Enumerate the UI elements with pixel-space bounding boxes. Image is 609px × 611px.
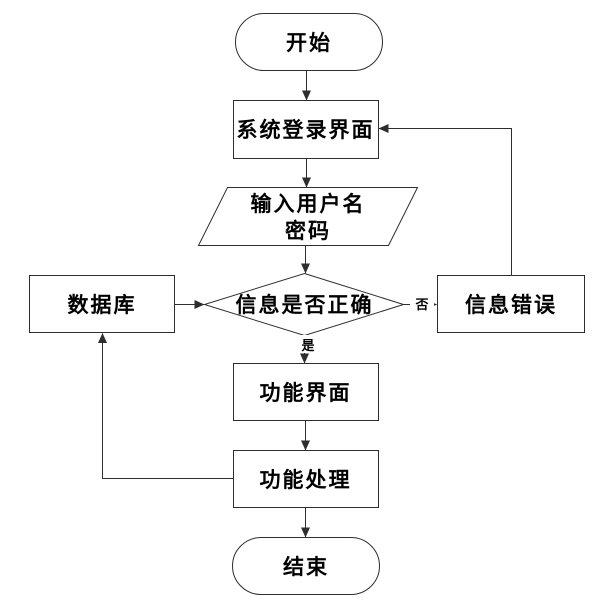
- database-node-label: 数据库: [67, 291, 137, 317]
- login-screen-shape: [233, 100, 379, 159]
- input-credentials-node-label: 输入用户名 密码: [198, 189, 418, 245]
- database-shape: [29, 275, 175, 333]
- start-terminator-shape: [235, 13, 383, 71]
- start-node-label: 开始: [286, 29, 332, 55]
- branch-label-no: 否: [410, 294, 434, 313]
- end-node-label: 结束: [283, 553, 329, 579]
- end-terminator-shape: [232, 537, 380, 595]
- function-screen-node-label: 功能界面: [259, 379, 352, 405]
- input-credentials-line2: 密码: [285, 218, 331, 243]
- function-screen-shape: [233, 363, 379, 421]
- info-error-node-label: 信息错误: [465, 291, 557, 317]
- check-info-node-label: 信息是否正确: [235, 292, 374, 317]
- arrow-error-to-login: [378, 124, 512, 276]
- login-screen-node-label: 系统登录界面: [236, 117, 375, 142]
- arrow-processing-to-database: [98, 333, 234, 479]
- input-credentials-line1: 输入用户名: [250, 191, 366, 216]
- input-parallelogram-shape: [197, 187, 419, 246]
- info-error-shape: [437, 275, 585, 333]
- function-processing-shape: [233, 450, 379, 508]
- branch-label-yes: 是: [296, 335, 320, 354]
- function-processing-node-label: 功能处理: [259, 466, 352, 492]
